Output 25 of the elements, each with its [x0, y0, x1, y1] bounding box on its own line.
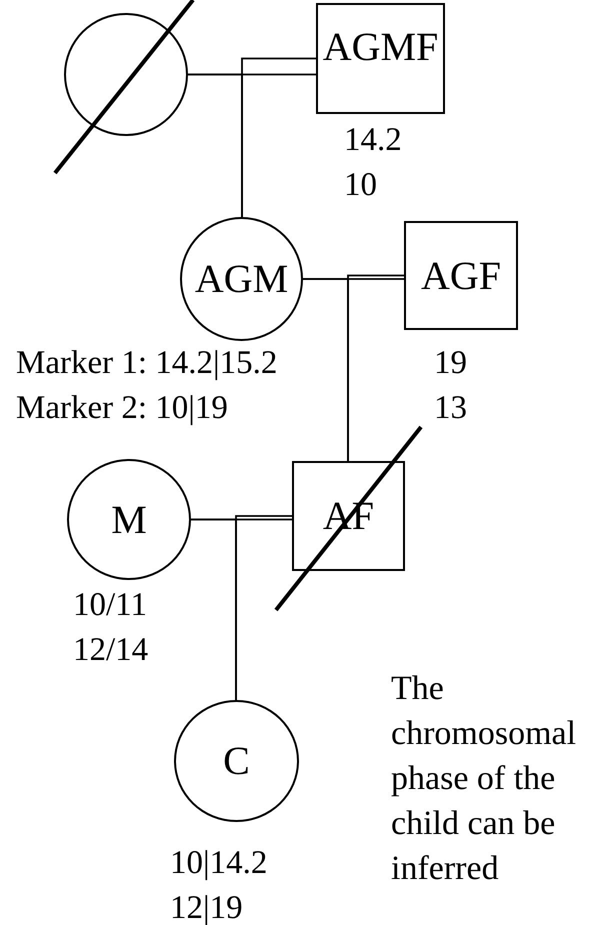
female-circle: [174, 700, 299, 822]
male-square: [316, 3, 445, 114]
person-label: AGM: [194, 259, 288, 299]
pedigree-line: [235, 515, 292, 700]
genotype-text: 10/11: [73, 586, 148, 625]
genotype-text: 10: [344, 166, 378, 205]
genotype-text: Marker 2: 10|19: [16, 389, 229, 428]
female-circle: [64, 13, 188, 136]
female-circle: [67, 459, 191, 580]
note-text: The chromosomal phase of the child can be inferred: [391, 669, 578, 889]
pedigree-line: [241, 58, 316, 217]
genotype-text: 12/14: [73, 631, 148, 670]
genotype-text: 13: [434, 389, 467, 428]
person-label: C: [223, 741, 250, 781]
genotype-text: 19: [434, 344, 467, 383]
genotype-text: Marker 1: 14.2|15.2: [16, 344, 278, 383]
person-label: M: [111, 500, 147, 540]
genotype-text: 12|19: [170, 889, 244, 925]
person-label: AGF: [420, 256, 502, 296]
genotype-text: 10|14.2: [170, 844, 268, 883]
person-label: AGMF: [322, 27, 438, 67]
pedigree-line: [347, 274, 404, 461]
male-square: [404, 221, 518, 330]
female-circle: [180, 217, 303, 341]
genotype-text: 14.2: [344, 121, 402, 160]
